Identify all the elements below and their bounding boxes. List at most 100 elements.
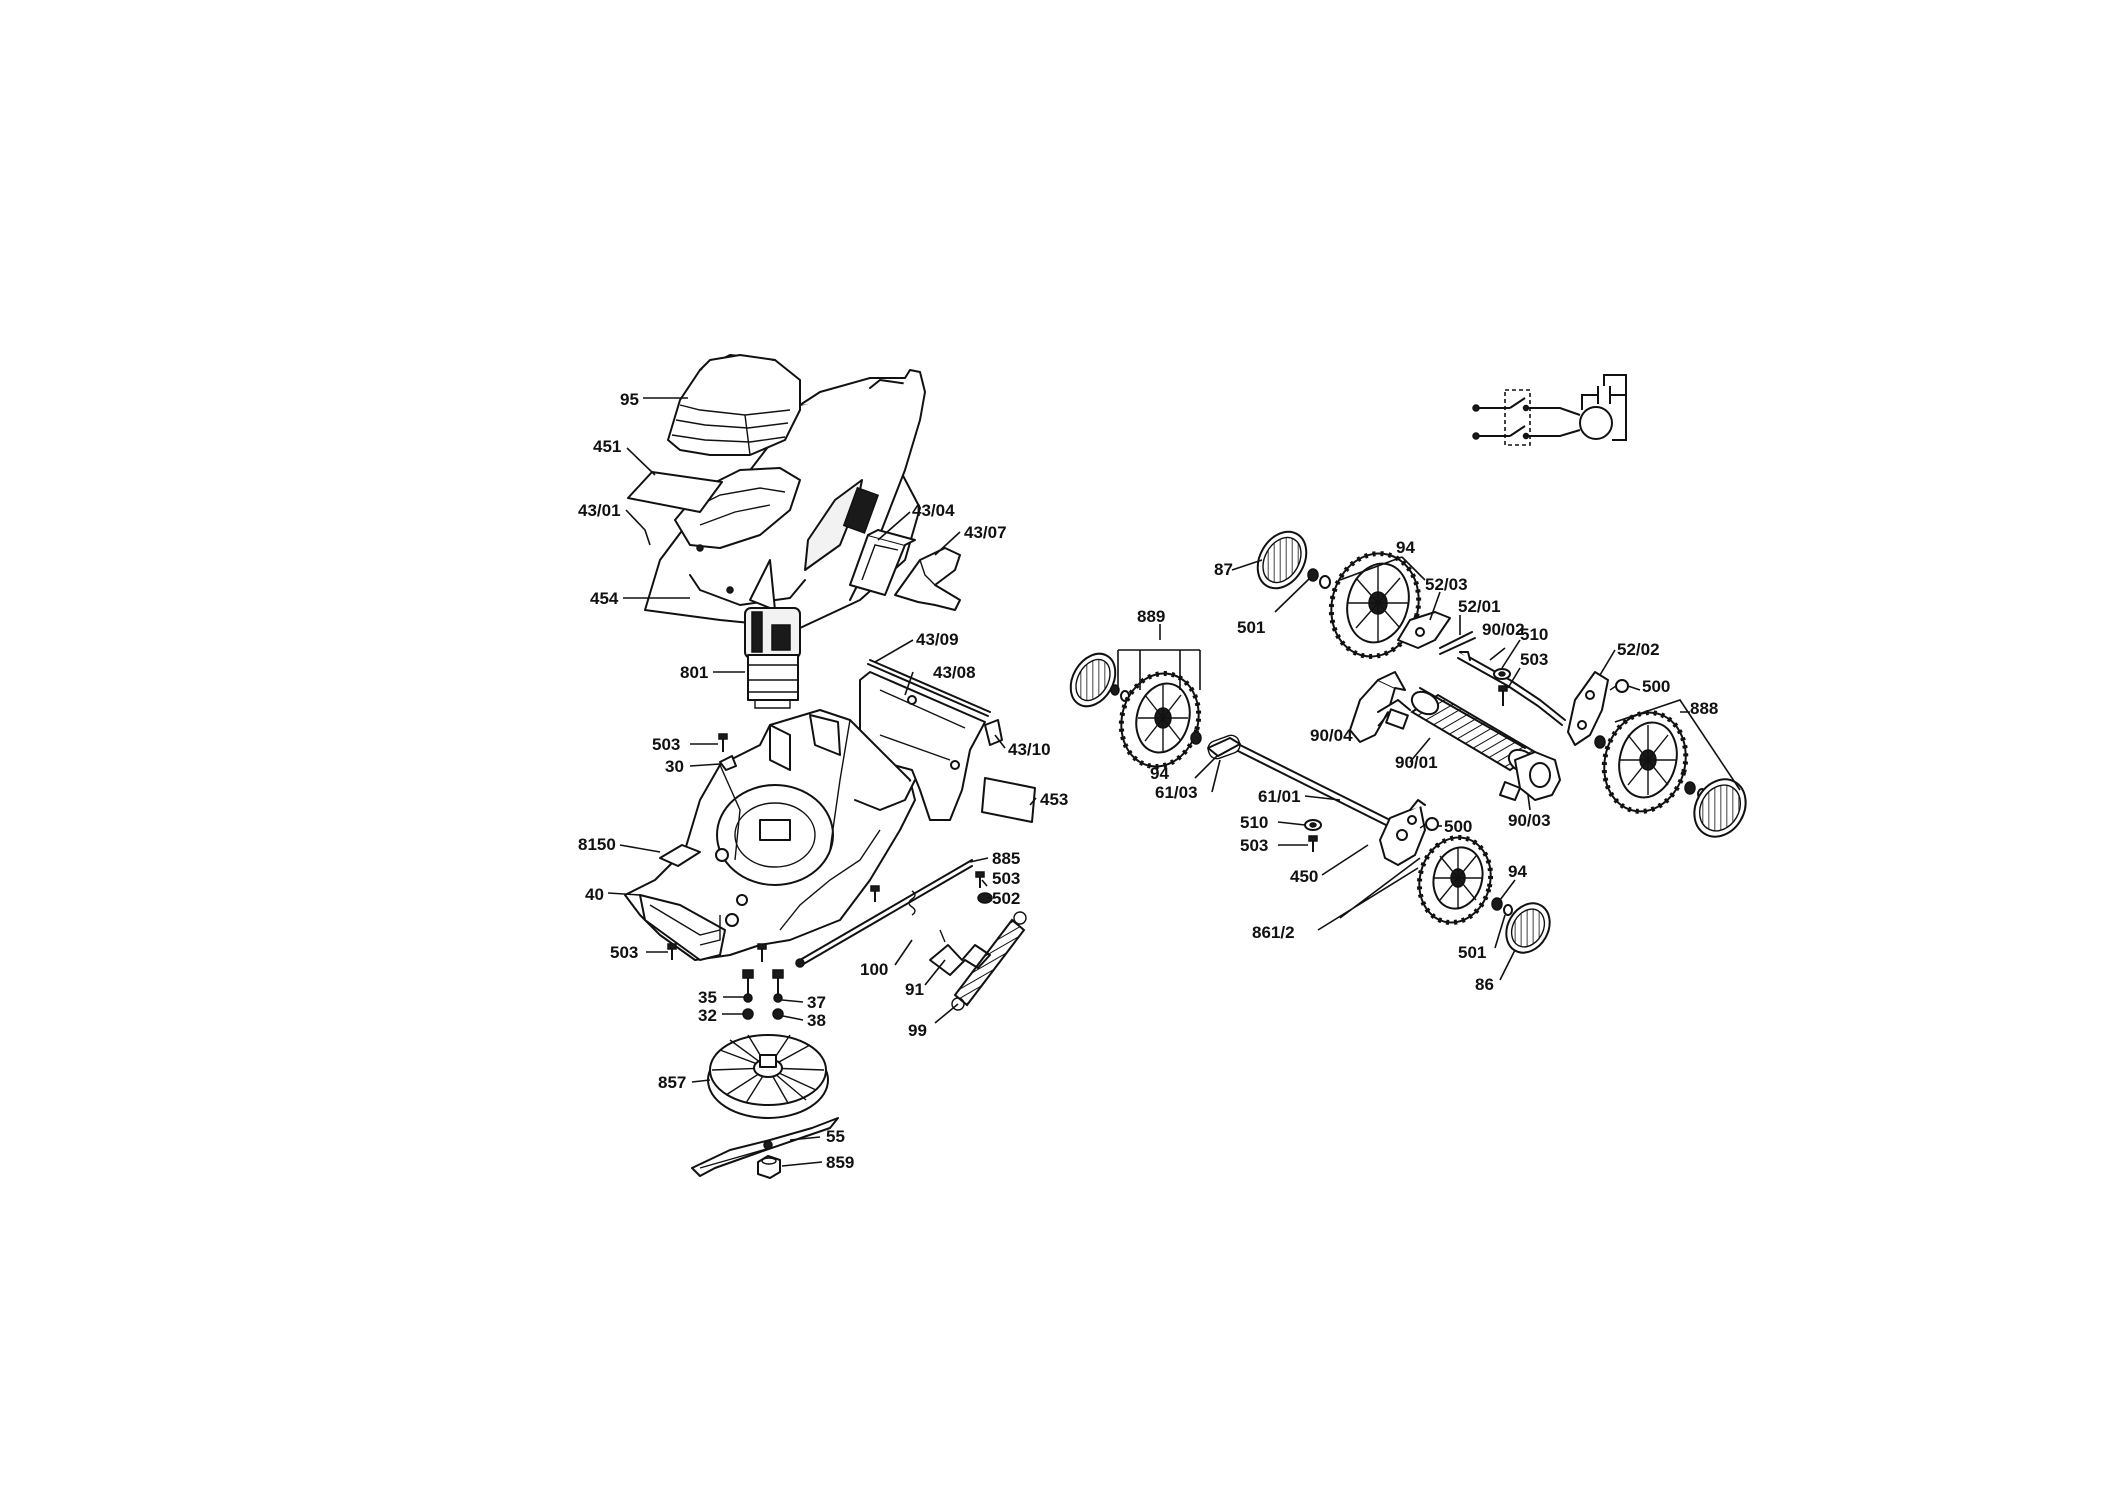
fastener-center-b <box>870 885 880 902</box>
washer-94-c <box>1491 897 1503 911</box>
washer-right-wheel-a <box>1594 735 1606 749</box>
nut-part <box>757 1155 781 1179</box>
fastener-503-c <box>667 943 677 960</box>
front-bracket-450 <box>1379 799 1426 866</box>
upper-rear-wheel <box>1328 551 1422 659</box>
front-left-wheel <box>1118 671 1202 769</box>
label-95: 95 <box>620 390 639 409</box>
handle-grip-part <box>667 354 801 456</box>
label-43-10: 43/10 <box>1008 740 1051 759</box>
label-503-e: 503 <box>1240 836 1268 855</box>
label-43-04: 43/04 <box>912 501 955 520</box>
knob-500-a <box>1609 679 1629 693</box>
bracket-5202 <box>1567 671 1609 746</box>
label-plate-part <box>627 471 723 513</box>
label-501-b: 501 <box>1458 943 1486 962</box>
washer-94-a <box>1319 575 1331 589</box>
crank-5201 <box>1439 631 1476 655</box>
washer-501-b <box>1503 904 1513 916</box>
label-503-c: 503 <box>610 943 638 962</box>
label-90-04: 90/04 <box>1310 726 1353 745</box>
label-55: 55 <box>826 1127 845 1146</box>
leader-lines <box>607 397 1741 1167</box>
label-52-02: 52/02 <box>1617 640 1660 659</box>
fastener-30 <box>719 755 737 771</box>
label-510-b: 510 <box>1240 813 1268 832</box>
blade-part <box>691 1117 839 1177</box>
label-61-01: 61/01 <box>1258 787 1301 806</box>
label-86: 86 <box>1475 975 1494 994</box>
washer-510-b <box>1304 819 1322 831</box>
small-spring-part <box>908 890 916 916</box>
label-861-2: 861/2 <box>1252 923 1295 942</box>
knob-500-b <box>1419 817 1439 831</box>
label-857: 857 <box>658 1073 686 1092</box>
label-889: 889 <box>1137 607 1165 626</box>
label-501-a: 501 <box>1237 618 1265 637</box>
latch-part <box>894 547 961 611</box>
washer-94-b <box>1190 731 1202 745</box>
label-40: 40 <box>585 885 604 904</box>
label-43-07: 43/07 <box>964 523 1007 542</box>
label-100: 100 <box>860 960 888 979</box>
label-90-03: 90/03 <box>1508 811 1551 830</box>
label-888: 888 <box>1690 699 1718 718</box>
label-37: 37 <box>807 993 826 1012</box>
right-rear-wheel <box>1601 710 1689 814</box>
rear-plate-part <box>981 777 1036 823</box>
washer-right-wheel-b <box>1684 781 1696 795</box>
part-labels: 95 451 43/01 454 43/04 43/07 801 43/09 4… <box>578 390 1718 1172</box>
motor-part <box>744 559 801 709</box>
washer-501-a <box>1307 568 1319 582</box>
bracket-9004 <box>1349 671 1411 743</box>
end-cap-9003 <box>1499 751 1561 801</box>
label-32: 32 <box>698 1006 717 1025</box>
deck-label-part <box>659 844 701 867</box>
bracket-5203 <box>1397 611 1451 649</box>
fastener-503-a <box>718 733 728 752</box>
label-503-b: 503 <box>992 869 1020 888</box>
label-61-03: 61/03 <box>1155 783 1198 802</box>
screw-503-e <box>1308 835 1318 852</box>
label-453: 453 <box>1040 790 1068 809</box>
label-8150: 8150 <box>578 835 616 854</box>
label-500-a: 500 <box>1642 677 1670 696</box>
label-859: 859 <box>826 1153 854 1172</box>
rod-9002 <box>1457 651 1566 726</box>
long-spring-part <box>951 911 1027 1011</box>
fastener-32 <box>742 1008 754 1020</box>
screw-503-d <box>1498 685 1508 706</box>
wiring-schematic <box>1472 374 1627 446</box>
label-30: 30 <box>665 757 684 776</box>
label-94-c: 94 <box>1508 862 1527 881</box>
label-801: 801 <box>680 663 708 682</box>
hubcap-889 <box>1069 652 1117 708</box>
link-6103 <box>1207 734 1241 760</box>
label-38: 38 <box>807 1011 826 1030</box>
fastener-center-a <box>757 943 767 962</box>
fastener-35 <box>742 969 754 1003</box>
fastener-37 <box>772 969 784 1003</box>
label-450: 450 <box>1290 867 1318 886</box>
label-503-d: 503 <box>1520 650 1548 669</box>
label-454: 454 <box>590 589 619 608</box>
label-52-03: 52/03 <box>1425 575 1468 594</box>
label-500-b: 500 <box>1444 817 1472 836</box>
label-503-a: 503 <box>652 735 680 754</box>
fan-part <box>707 1034 829 1119</box>
label-87: 87 <box>1214 560 1233 579</box>
axle-rod-6101 <box>1237 744 1391 827</box>
label-90-02: 90/02 <box>1482 620 1525 639</box>
label-43-09: 43/09 <box>916 630 959 649</box>
label-885: 885 <box>992 849 1020 868</box>
label-35: 35 <box>698 988 717 1007</box>
hubcap-86 <box>1505 902 1551 954</box>
deck-housing-part <box>624 709 916 961</box>
label-502: 502 <box>992 889 1020 908</box>
label-43-01: 43/01 <box>578 501 621 520</box>
label-90-01: 90/01 <box>1395 753 1438 772</box>
washer-510-a <box>1493 668 1511 680</box>
label-94-a: 94 <box>1396 538 1415 557</box>
fastener-503-b <box>975 871 985 888</box>
